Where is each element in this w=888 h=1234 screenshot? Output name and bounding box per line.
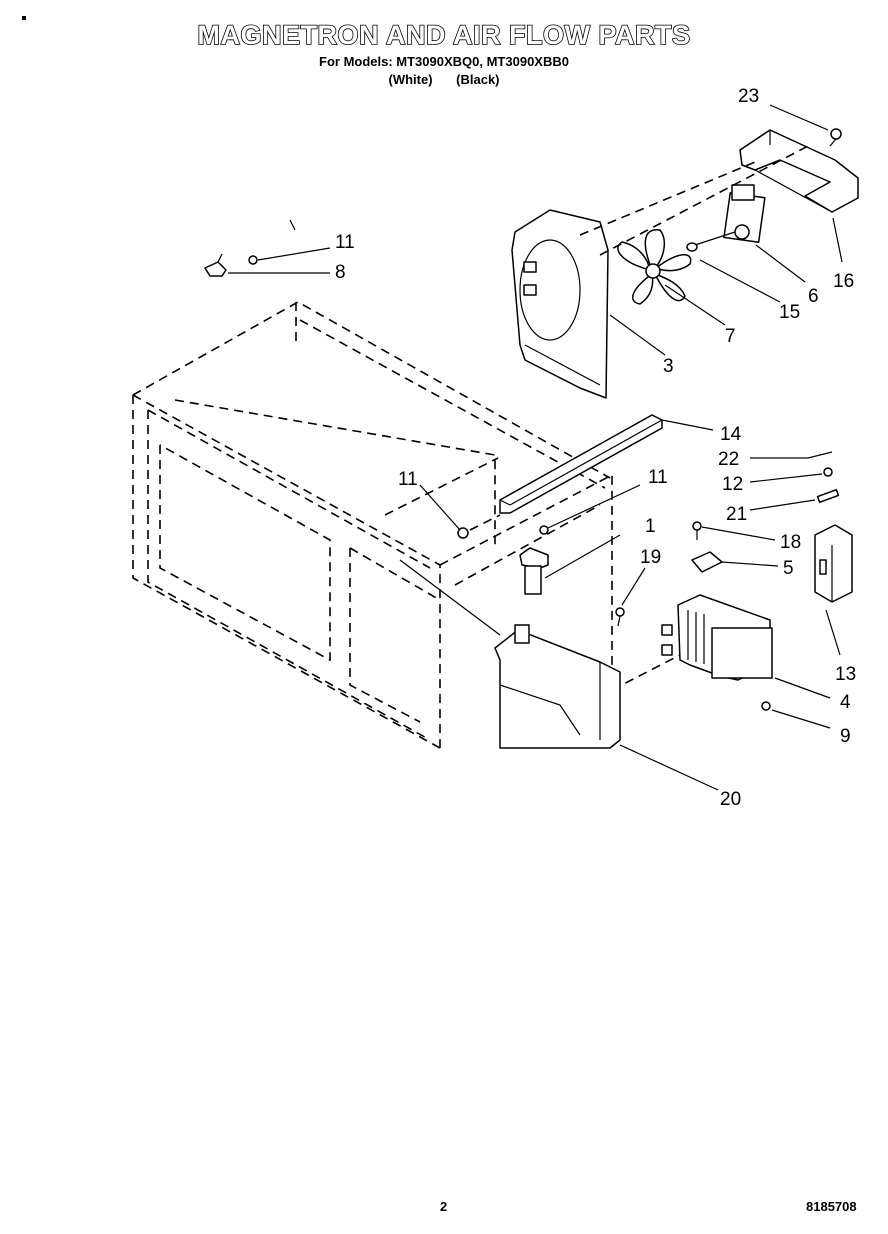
variant-black: (Black) — [456, 72, 500, 87]
callout-18: 18 — [780, 532, 801, 553]
callout-19: 19 — [640, 547, 661, 568]
callout-11-middle: 11 — [398, 469, 418, 490]
document-number: 8185708 — [806, 1199, 857, 1214]
callout-12: 12 — [722, 474, 743, 495]
callout-9: 9 — [840, 726, 851, 747]
cabinet-outline — [132, 301, 613, 749]
callout-11-top: 11 — [335, 232, 355, 253]
part-6-fan-motor — [694, 184, 766, 246]
part-14-rail — [499, 414, 663, 514]
part-8-clip — [204, 253, 227, 277]
part-1-thermal-cutout — [519, 525, 549, 595]
part-12-screw — [823, 467, 833, 477]
part-11-screw-middle — [457, 527, 469, 539]
part-5-clip — [691, 551, 723, 573]
part-7-fan-blade — [617, 229, 692, 305]
callout-14: 14 — [720, 424, 742, 445]
page-number: 2 — [440, 1199, 448, 1214]
callout-7: 7 — [725, 326, 736, 347]
callout-6: 6 — [808, 286, 819, 307]
part-9-screw — [761, 701, 771, 711]
part-21-fuse — [816, 489, 840, 503]
callout-8: 8 — [335, 262, 346, 283]
callout-22: 22 — [718, 449, 739, 470]
models-line: For Models: MT3090XBQ0, MT3090XBB0 — [319, 54, 569, 69]
part-15-washer — [686, 242, 698, 252]
callout-16: 16 — [833, 271, 854, 292]
callout-1: 1 — [645, 516, 656, 537]
part-16-bracket — [739, 129, 859, 213]
part-18-screw — [692, 521, 702, 540]
callout-13: 13 — [835, 664, 856, 685]
page-title: MAGNETRON AND AIR FLOW PARTS — [197, 19, 691, 51]
model-variants: (White) (Black) — [0, 72, 888, 87]
part-11-screw-top — [248, 255, 258, 265]
part-22-pin — [807, 451, 833, 459]
part-13-bracket — [814, 524, 853, 603]
callout-11-right: 11 — [648, 467, 668, 488]
part-23-screw — [829, 128, 842, 147]
callout-4: 4 — [840, 692, 851, 713]
part-19-screw — [615, 607, 625, 627]
assembly-lines — [469, 144, 811, 691]
corner-mark — [22, 16, 26, 20]
callout-labels: 23 16 6 15 7 3 11 8 14 22 12 21 11 11 1 … — [335, 86, 856, 810]
callout-5: 5 — [783, 558, 794, 579]
callout-3: 3 — [663, 356, 674, 377]
part-20-duct — [494, 624, 621, 749]
variant-white: (White) — [388, 72, 433, 87]
callout-21: 21 — [726, 504, 747, 525]
part-3-air-duct — [511, 209, 609, 399]
part-4-magnetron — [661, 594, 773, 681]
callout-23: 23 — [738, 86, 759, 107]
leader-lines — [228, 104, 843, 791]
callout-15: 15 — [779, 302, 800, 323]
callout-20: 20 — [720, 789, 741, 810]
